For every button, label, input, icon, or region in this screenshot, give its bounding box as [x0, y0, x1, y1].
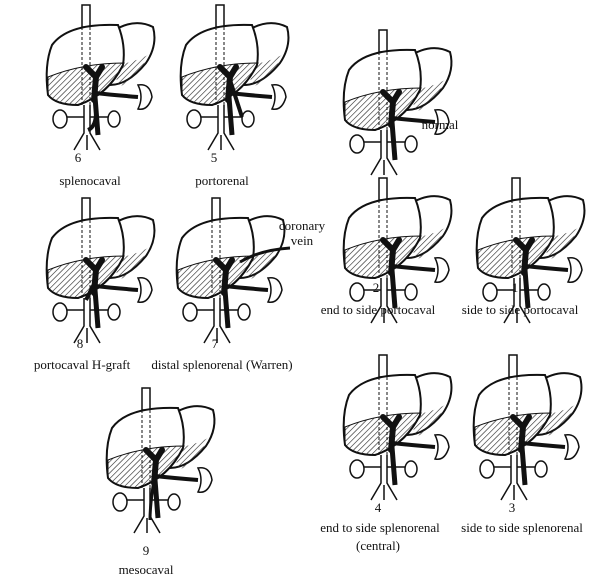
figure-caption-2: (central)	[355, 538, 401, 553]
figure-4-drawing	[344, 355, 452, 500]
figure-caption: portorenal	[195, 173, 249, 188]
splenocaval-shunt	[86, 94, 98, 132]
figure-6-splenocaval-drawing	[47, 5, 155, 150]
figure-caption: end to side splenorenal	[320, 520, 440, 535]
figure-number: 2	[372, 280, 380, 295]
figure-caption: normal	[421, 117, 459, 132]
figure-8-drawing	[47, 198, 155, 343]
figure-caption: mesocaval	[118, 562, 174, 577]
figure-3-drawing	[474, 355, 582, 500]
portorenal-shunt	[228, 79, 244, 118]
figure-5-portorenal-drawing	[181, 5, 289, 150]
figure-number: 7	[211, 336, 219, 351]
figure-number: 3	[508, 500, 516, 515]
figure-number: 9	[142, 543, 150, 558]
mesocaval-graft	[148, 479, 156, 521]
figure-number: 5	[210, 150, 218, 165]
figure-caption: side to side portocaval	[461, 302, 579, 317]
figure-number: 8	[76, 336, 84, 351]
coronary-line1: coronary	[278, 218, 326, 233]
coronary-line2: vein	[290, 233, 314, 248]
figure-number: 1	[511, 280, 519, 295]
h-graft	[84, 279, 98, 301]
figure-caption: portocaval H-graft	[33, 357, 131, 372]
figure-caption: end to side portocaval	[320, 302, 436, 317]
figure-9-drawing	[107, 388, 215, 533]
figure-number: 4	[374, 500, 382, 515]
figure-caption: splenocaval	[59, 173, 121, 188]
figure-caption: distal splenorenal (Warren)	[151, 357, 293, 372]
figure-caption: side to side splenorenal	[461, 520, 583, 535]
figure-number: 6	[74, 150, 82, 165]
figure-normal-drawing	[344, 30, 452, 175]
figure-7-drawing	[177, 198, 285, 343]
coronary-vein-line	[239, 246, 291, 264]
